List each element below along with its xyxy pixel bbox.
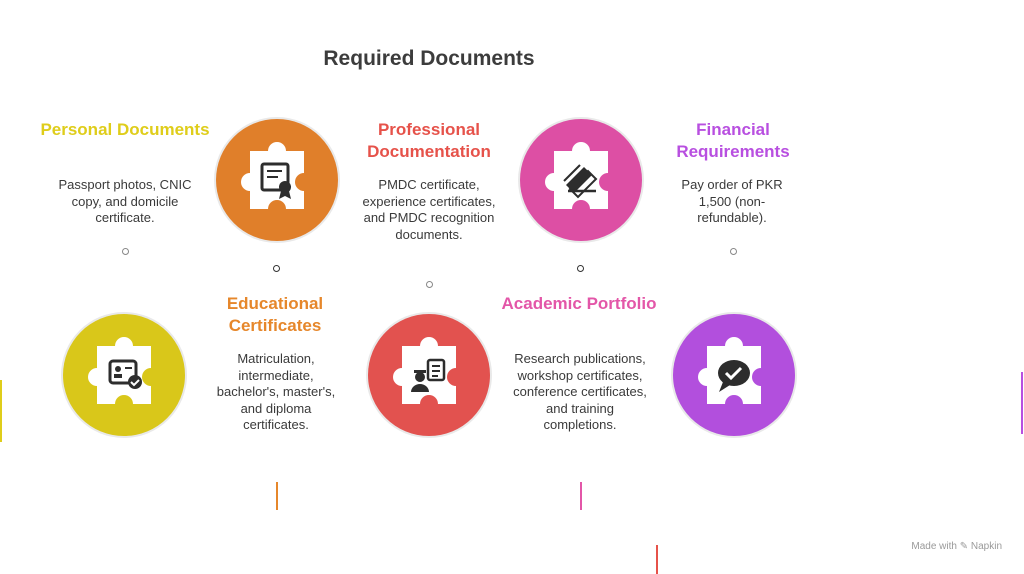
educational-certificates-circle xyxy=(216,119,338,241)
connector-dot xyxy=(577,265,584,272)
heading-financial-requirements: Financial Requirements xyxy=(676,120,790,161)
desc-educational-certificates: Matriculation, intermediate, bachelor's,… xyxy=(216,351,336,432)
connector-dot xyxy=(426,281,433,288)
stacked-papers-icon xyxy=(545,142,608,209)
connector-dot xyxy=(730,248,737,255)
heading-professional-documentation: Professional Documentation xyxy=(367,120,491,161)
accent-line-orange xyxy=(276,482,278,510)
desc-professional-documentation: PMDC certificate, experience certificate… xyxy=(362,177,496,242)
accent-line-purple xyxy=(1021,372,1023,434)
financial-requirements-circle xyxy=(673,314,795,436)
accent-line-pink xyxy=(580,482,582,510)
certificate-icon xyxy=(241,142,304,209)
page-title: Required Documents xyxy=(323,47,535,70)
accent-line-red xyxy=(656,545,658,574)
personal-documents-circle xyxy=(63,314,185,436)
connector-dot xyxy=(273,265,280,272)
accent-line-yellow xyxy=(0,380,2,442)
desc-financial-requirements: Pay order of PKR 1,500 (non-refundable). xyxy=(681,177,783,225)
heading-educational-certificates: Educational Certificates xyxy=(226,294,324,335)
professional-documentation-circle xyxy=(368,314,490,436)
doctor-clipboard-icon xyxy=(393,337,456,404)
id-card-check-icon xyxy=(88,337,151,404)
connector-dot xyxy=(122,248,129,255)
academic-portfolio-circle xyxy=(520,119,642,241)
heading-academic-portfolio: Academic Portfolio xyxy=(501,294,657,313)
heading-personal-documents: Personal Documents xyxy=(40,120,210,139)
footer-credit: Made with ✎ Napkin xyxy=(911,541,1002,552)
chat-check-icon xyxy=(698,337,761,404)
desc-academic-portfolio: Research publications, workshop certific… xyxy=(513,351,647,432)
desc-personal-documents: Passport photos, CNIC copy, and domicile… xyxy=(58,177,192,225)
